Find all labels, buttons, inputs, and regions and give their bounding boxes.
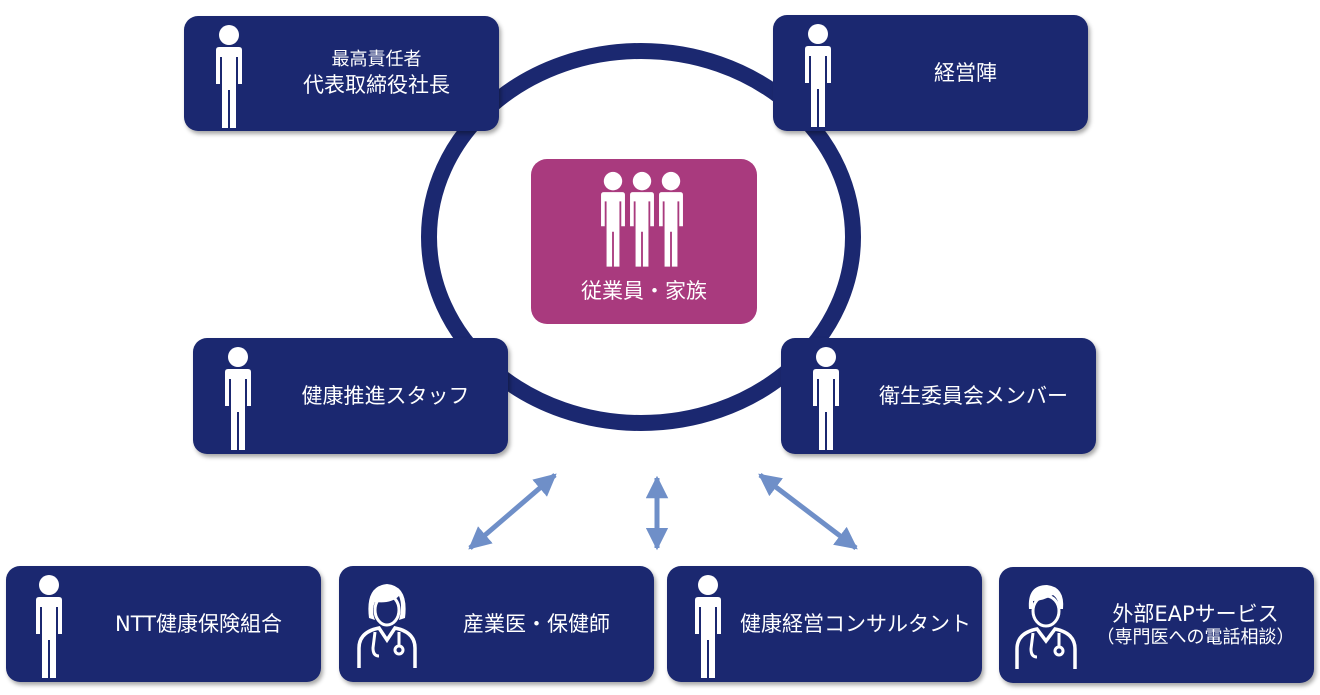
person-icon: [24, 574, 74, 678]
doctor-label: 産業医・保健師: [463, 611, 610, 636]
center-ring: [421, 43, 861, 431]
eap-title: 外部EAPサービス: [1112, 601, 1279, 626]
ceo-position: 代表取締役社長: [303, 72, 450, 97]
node-consultant: 健康経営コンサルタント: [667, 566, 982, 682]
eap-subtitle: （専門医への電話相談）: [1096, 626, 1295, 648]
female-doctor-icon: [357, 584, 417, 668]
person-icon: [793, 23, 843, 127]
person-icon: [801, 346, 851, 450]
arrow-to-consultant: [758, 473, 858, 550]
node-health-staff: 健康推進スタッフ: [193, 338, 508, 454]
male-doctor-icon: [1015, 585, 1077, 669]
node-doctor: 産業医・保健師: [339, 566, 654, 682]
health-staff-label: 健康推進スタッフ: [301, 383, 470, 408]
node-ceo: 最高責任者 代表取締役社長: [184, 16, 499, 131]
person-icon: [204, 24, 254, 128]
group-of-people-icon: [601, 171, 683, 267]
management-label: 経営陣: [934, 60, 997, 85]
person-icon: [213, 346, 263, 450]
ceo-title: 最高責任者: [331, 49, 422, 71]
node-eap: 外部EAPサービス （専門医への電話相談）: [999, 567, 1314, 683]
committee-label: 衛生委員会メンバー: [879, 383, 1068, 408]
node-ntt: NTT健康保険組合: [6, 566, 321, 682]
node-committee: 衛生委員会メンバー: [781, 338, 1096, 454]
ntt-label: NTT健康保険組合: [115, 611, 282, 636]
arrow-to-ntt-doctor: [468, 473, 557, 550]
center-label: 従業員・家族: [581, 279, 707, 303]
node-employees-family: 従業員・家族: [531, 159, 757, 324]
person-icon: [683, 574, 733, 678]
node-management: 経営陣: [773, 15, 1088, 131]
consultant-label: 健康経営コンサルタント: [740, 611, 971, 636]
